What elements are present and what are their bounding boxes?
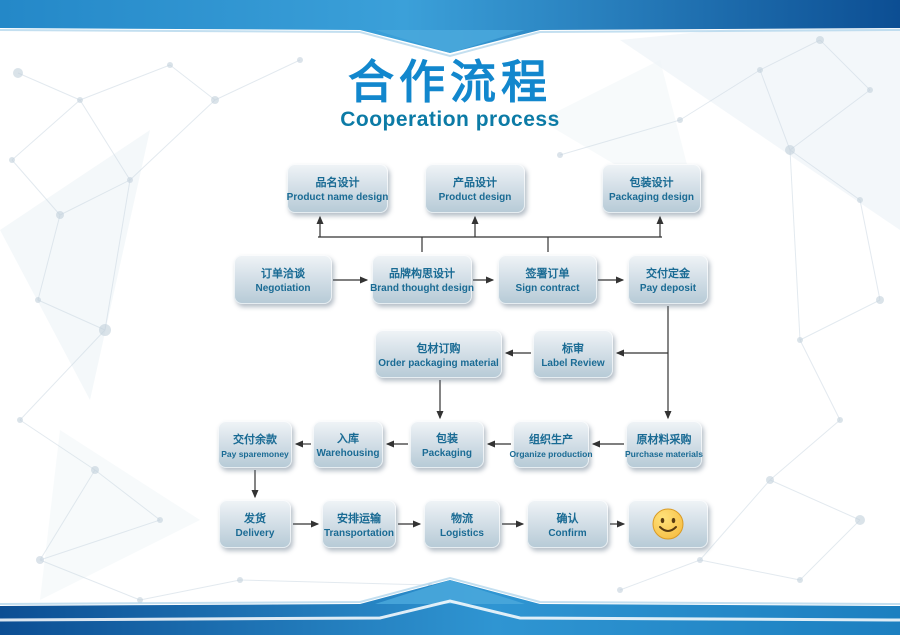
node-zh-label: 包装设计 <box>629 177 674 189</box>
node-pay-sparemoney: 交付余款 Pay sparemoney <box>218 421 292 468</box>
decor-triangle <box>0 130 150 400</box>
top-banner <box>0 0 900 58</box>
node-zh-label: 标审 <box>562 342 584 355</box>
node-zh-label: 品牌构思设计 <box>389 268 455 280</box>
title-block: 合作流程 Cooperation process <box>0 58 900 132</box>
page-subtitle: Cooperation process <box>340 108 560 132</box>
node-zh-label: 确认 <box>556 512 579 525</box>
node-sign-contract: 签署订单 Sign contract <box>498 255 597 304</box>
node-en-label: Negotiation <box>255 283 311 294</box>
plexus-lines <box>11 39 881 601</box>
node-warehousing: 入库 Warehousing <box>313 421 383 468</box>
node-confirm: 确认 Confirm <box>527 500 608 548</box>
node-en-label: Pay sparemoney <box>221 448 289 459</box>
node-en-label: Logistics <box>440 527 484 539</box>
node-zh-label: 入库 <box>337 433 359 445</box>
node-product-design: 产品设计 Product design <box>425 164 525 213</box>
node-en-label: Transportation <box>323 527 394 539</box>
node-zh-label: 发货 <box>244 512 266 525</box>
bottom-banner <box>0 576 900 635</box>
node-zh-label: 交付余款 <box>233 433 277 446</box>
node-en-label: Sign contract <box>515 283 580 294</box>
node-packaging-design: 包装设计 Packaging design <box>602 164 701 213</box>
node-delivery: 发货 Delivery <box>219 500 291 548</box>
node-zh-label: 订单洽谈 <box>261 268 305 280</box>
node-en-label: Packaging <box>421 448 473 459</box>
node-en-label: Delivery <box>235 527 275 539</box>
node-en-label: Organize production <box>509 448 593 459</box>
node-en-label: Label Review <box>541 357 605 369</box>
node-zh-label: 物流 <box>451 512 473 525</box>
node-pay-deposit: 交付定金 Pay deposit <box>628 255 708 304</box>
node-zh-label: 产品设计 <box>453 177 497 189</box>
node-negotiation: 订单洽谈 Negotiation <box>234 255 332 304</box>
node-brand-thought-design: 品牌构思设计 Brand thought design <box>370 255 474 304</box>
node-en-label: Pay deposit <box>639 283 697 294</box>
node-en-label: Product name design <box>286 192 389 203</box>
node-zh-label: 签署订单 <box>525 268 570 280</box>
decor-triangle <box>620 12 900 230</box>
node-zh-label: 原材料采购 <box>636 433 692 446</box>
node-purchase-materials: 原材料采购 Purchase materials <box>625 421 703 468</box>
node-en-label: Purchase materials <box>625 448 703 459</box>
node-en-label: Confirm <box>548 527 587 539</box>
smiley-icon <box>652 508 684 540</box>
plexus-dots <box>9 36 884 603</box>
node-en-label: Packaging design <box>608 192 695 203</box>
node-en-label: Order packaging material <box>378 357 499 369</box>
node-zh-label: 包材订购 <box>416 342 461 355</box>
node-label-review: 标审 Label Review <box>533 330 613 378</box>
page-title: 合作流程 <box>348 56 552 108</box>
node-zh-label: 安排运输 <box>337 512 381 525</box>
node-logistics: 物流 Logistics <box>424 500 500 548</box>
node-zh-label: 交付定金 <box>646 268 690 280</box>
node-en-label: Product design <box>438 192 512 203</box>
node-zh-label: 包装 <box>436 433 458 445</box>
node-packaging: 包装 Packaging <box>410 421 484 468</box>
node-zh-label: 品名设计 <box>315 177 360 189</box>
node-finish <box>628 500 708 548</box>
node-en-label: Warehousing <box>316 448 380 459</box>
node-organize-production: 组织生产 Organize production <box>509 421 593 468</box>
node-product-name-design: 品名设计 Product name design <box>287 164 388 213</box>
node-order-packaging-material: 包材订购 Order packaging material <box>375 330 502 378</box>
node-zh-label: 组织生产 <box>529 433 573 446</box>
node-en-label: Brand thought design <box>370 283 474 294</box>
node-transportation: 安排运输 Transportation <box>322 500 396 548</box>
decor-triangle <box>40 430 200 600</box>
